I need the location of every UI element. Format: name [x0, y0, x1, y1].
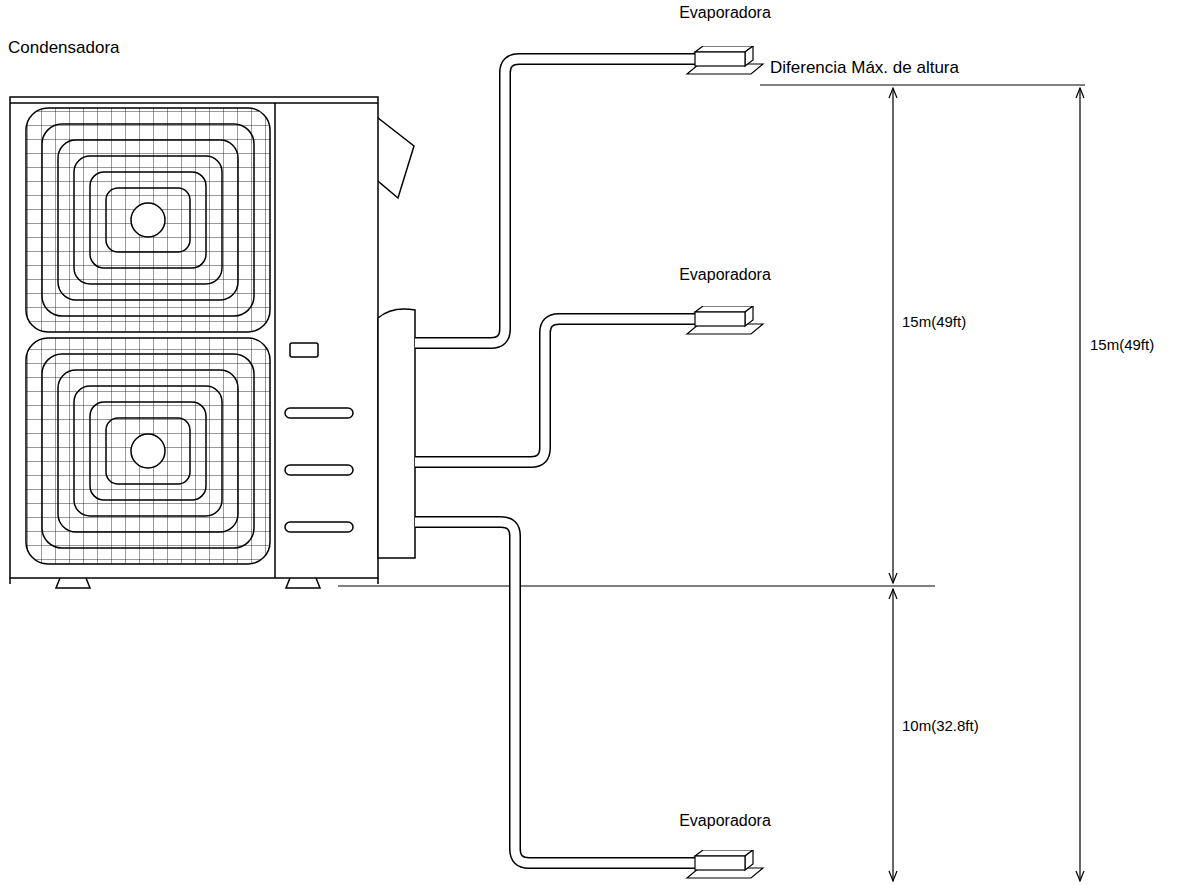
height-note: Diferencia Máx. de altura — [768, 58, 961, 78]
evaporator-unit — [685, 850, 765, 880]
pipe-outline — [415, 59, 695, 343]
evaporator-node: Evaporadora — [677, 812, 773, 880]
evaporator-node: Evaporadora — [677, 266, 773, 336]
unit-label: Evaporadora — [677, 266, 773, 284]
pipe-inner — [415, 59, 695, 343]
pipe-outline — [415, 319, 695, 462]
unit-label: Evaporadora — [677, 812, 773, 830]
pipe-inner — [415, 319, 695, 462]
dimension-label: 15m(49ft) — [1088, 336, 1156, 354]
pipe-outline — [415, 522, 695, 863]
dimension-label: 10m(32.8ft) — [900, 717, 981, 735]
refrigerant-pipe — [415, 59, 695, 343]
dimension-lines — [338, 85, 1085, 881]
refrigerant-pipe — [415, 319, 695, 462]
evaporator-node: Evaporadora — [677, 4, 773, 76]
condenser-unit — [10, 97, 415, 588]
evaporator-unit — [685, 46, 765, 76]
unit-label: Evaporadora — [677, 4, 773, 22]
dimension-label: 15m(49ft) — [900, 313, 968, 331]
unit-label: Condensadora — [8, 38, 415, 58]
pipe-inner — [415, 522, 695, 863]
evaporator-unit — [685, 306, 765, 336]
condenser-node: Condensadora — [8, 38, 415, 583]
refrigerant-pipe — [415, 522, 695, 863]
